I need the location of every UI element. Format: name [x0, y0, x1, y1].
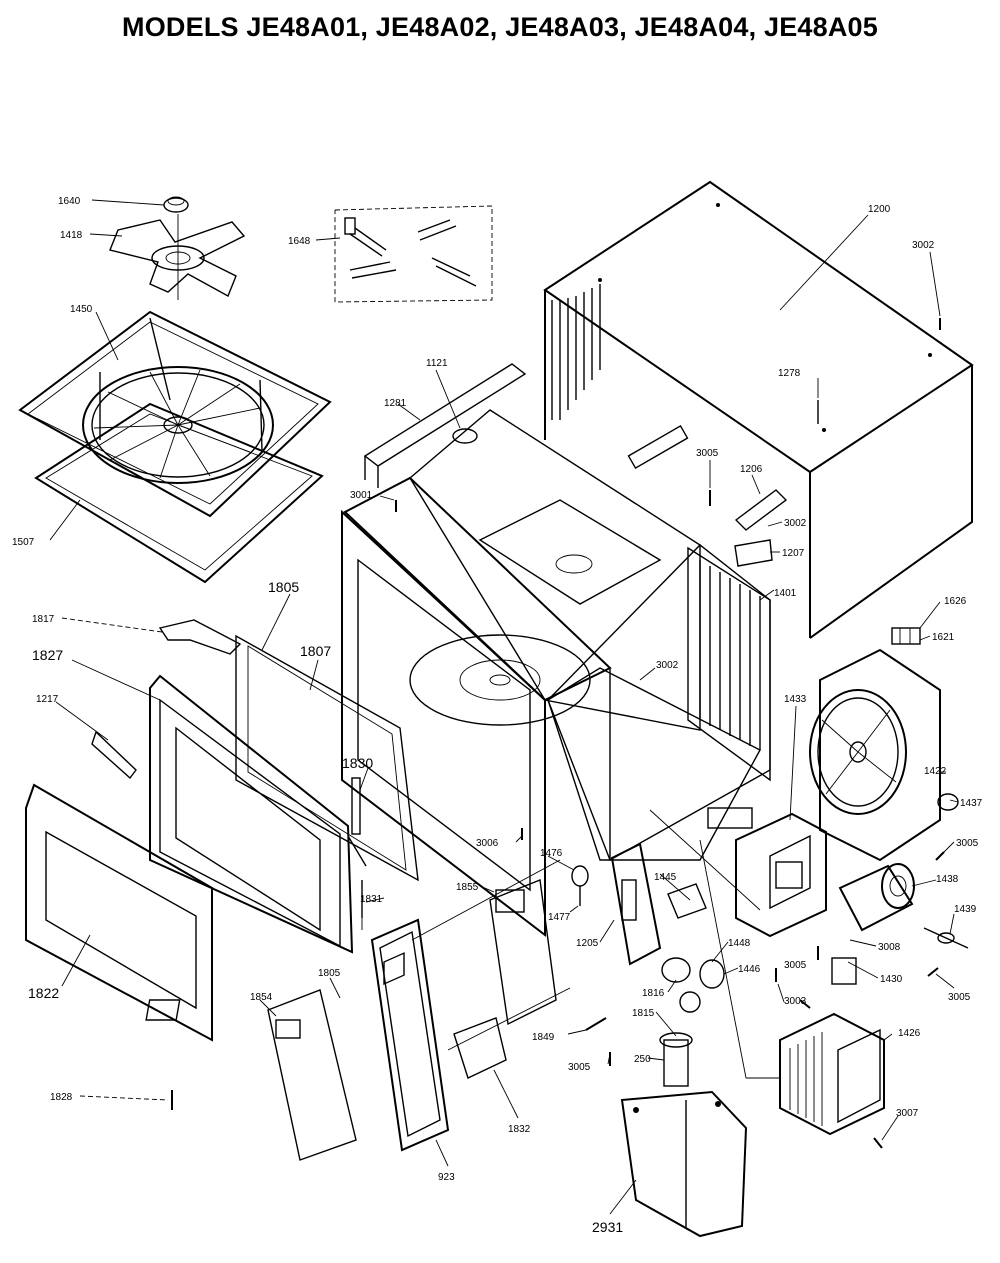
label-1640: 1640 [58, 196, 81, 207]
label-1827: 1827 [32, 647, 63, 663]
label-1805-small: 1805 [318, 968, 341, 979]
label-1822: 1822 [28, 985, 59, 1001]
hardware-kit-box [334, 205, 493, 303]
label-1816: 1816 [642, 988, 665, 999]
label-1476: 1476 [540, 848, 563, 859]
label-1854: 1854 [250, 992, 273, 1003]
label-1422: 1422 [924, 766, 947, 777]
label-1206: 1206 [740, 464, 763, 475]
label-1805: 1805 [268, 579, 299, 595]
transformer [707, 807, 827, 938]
label-1439: 1439 [954, 904, 977, 915]
capacitor [838, 863, 969, 949]
stirrer-fan-assembly [18, 196, 332, 584]
label-1426: 1426 [898, 1028, 921, 1039]
label-3006: 3006 [476, 838, 499, 849]
label-3002-cavity: 3002 [656, 660, 679, 671]
label-3002-mid: 3002 [784, 518, 807, 529]
label-1200: 1200 [868, 204, 891, 215]
label-1437: 1437 [960, 798, 983, 809]
label-3001: 3001 [350, 490, 373, 501]
label-1626: 1626 [944, 596, 967, 607]
label-1438: 1438 [936, 874, 959, 885]
label-1815: 1815 [632, 1008, 655, 1019]
label-1828: 1828 [50, 1092, 73, 1103]
label-3005-bottom: 3005 [568, 1062, 591, 1073]
label-1849: 1849 [532, 1032, 555, 1043]
label-3007: 3007 [896, 1108, 919, 1119]
label-1807: 1807 [300, 643, 331, 659]
label-1621: 1621 [932, 632, 955, 643]
label-1855: 1855 [456, 882, 479, 893]
label-3005-right: 3005 [956, 838, 979, 849]
label-1430: 1430 [880, 974, 903, 985]
label-1445: 1445 [654, 872, 677, 883]
oven-cavity [341, 363, 788, 938]
interlock-switch-assembly [610, 842, 725, 1013]
page-title: MODELS JE48A01, JE48A02, JE48A03, JE48A0… [122, 12, 878, 42]
leader-lines [49, 199, 959, 1215]
label-3002-top: 3002 [912, 240, 935, 251]
label-1418: 1418 [60, 230, 83, 241]
label-1446: 1446 [738, 964, 761, 975]
door-assembly [25, 619, 419, 1042]
screws [171, 318, 945, 1149]
label-3005-top: 3005 [696, 448, 719, 459]
label-1448: 1448 [728, 938, 751, 949]
label-1278: 1278 [778, 368, 801, 379]
label-1450: 1450 [70, 304, 93, 315]
part-labels: 1640 1418 1648 1450 1507 1200 3002 1278 … [12, 196, 983, 1235]
label-250: 250 [634, 1054, 651, 1065]
label-1477: 1477 [548, 912, 571, 923]
label-3003: 3003 [784, 996, 807, 1007]
label-1831: 1831 [360, 894, 383, 905]
label-1817: 1817 [32, 614, 55, 625]
outer-case [543, 180, 974, 639]
base-and-duct [620, 1032, 748, 1238]
label-1507: 1507 [12, 537, 35, 548]
label-1217: 1217 [36, 694, 59, 705]
label-3008: 3008 [878, 942, 901, 953]
label-1830: 1830 [342, 755, 373, 771]
label-1433: 1433 [784, 694, 807, 705]
label-923: 923 [438, 1172, 455, 1183]
label-1832: 1832 [508, 1124, 531, 1135]
fan-motor-assembly [809, 627, 959, 862]
label-1207: 1207 [782, 548, 805, 559]
label-1648: 1648 [288, 236, 311, 247]
label-2931: 2931 [592, 1219, 623, 1235]
label-3005-mid: 3005 [784, 960, 807, 971]
label-3005-far-right: 3005 [948, 992, 971, 1003]
label-1121: 1121 [426, 358, 448, 369]
magnetron [779, 957, 885, 1136]
control-panel [145, 879, 557, 1161]
label-1281: 1281 [384, 398, 407, 409]
label-1205: 1205 [576, 938, 599, 949]
label-1401: 1401 [774, 588, 797, 599]
